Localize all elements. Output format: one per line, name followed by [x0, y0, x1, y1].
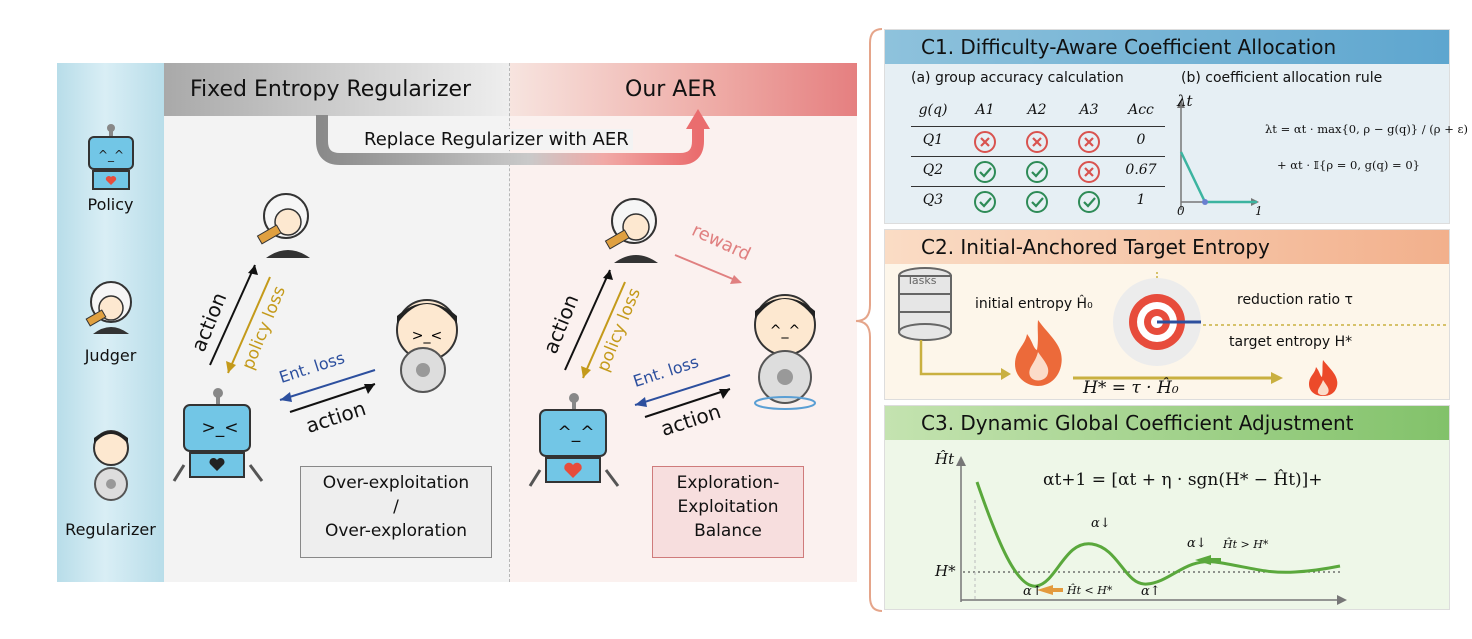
target-entropy-label: target entropy H*: [1229, 334, 1353, 350]
initial-entropy-label: initial entropy Ĥ₀: [975, 296, 1093, 312]
c3-ylabel: Ĥt: [935, 450, 955, 468]
fixed-outcome-callout: Over-exploitation / Over-exploration: [300, 466, 492, 558]
policy-robot-happy-icon: [528, 393, 620, 487]
aer-callout-line3: Balance: [694, 521, 762, 541]
cross-mark-icon: [1078, 131, 1100, 153]
cross-mark-icon: [1078, 161, 1100, 183]
check-mark-icon: [1078, 191, 1100, 213]
table-row-q1-acc: 0: [1136, 132, 1146, 148]
replace-arrow-label: Replace Regularizer with AER: [360, 129, 633, 150]
reduction-ratio-label: reduction ratio τ: [1237, 292, 1353, 308]
tasks-label: Tasks: [907, 274, 937, 287]
tasks-database-icon: [898, 267, 952, 341]
table-row-q1-label: Q1: [922, 132, 944, 148]
c3-annotation-above: Ĥt > H*: [1223, 538, 1269, 551]
allocation-formula-line2: + αt · 𝕀{ρ = 0, g(q) = 0}: [1277, 158, 1420, 172]
aer-entropy-arrows: [634, 374, 731, 418]
policy-robot-icon: ^_^: [88, 124, 134, 190]
policy-robot-sad-icon: [172, 388, 264, 482]
check-mark-icon: [1026, 191, 1048, 213]
c3-hline-label: H*: [935, 562, 956, 580]
fixed-regularizer-header: Fixed Entropy Regularizer: [164, 63, 510, 116]
aer-reward-arrow: [674, 254, 742, 284]
c2-dotted-separator: [1203, 324, 1449, 326]
svg-text:>_<: >_<: [412, 328, 442, 344]
table-header-acc: Acc: [1128, 102, 1154, 118]
c3-annotation-up1: α↑: [1023, 584, 1043, 599]
c1-subtitle-a: (a) group accuracy calculation: [911, 70, 1124, 86]
judger-aer-icon: [604, 198, 658, 263]
regularizer-happy-icon: ^_^: [754, 294, 816, 410]
c3-title: C3. Dynamic Global Coefficient Adjustmen…: [885, 406, 1449, 440]
svg-text:^_^: ^_^: [770, 323, 800, 339]
judger-fixed-icon: [256, 193, 310, 258]
table-row-q3-label: Q3: [922, 192, 944, 208]
role-label-policy: Policy: [87, 195, 134, 214]
c1-title: C1. Difficulty-Aware Coefficient Allocat…: [885, 30, 1449, 64]
panel-divider: [509, 63, 510, 582]
allocation-plot-ylabel: λt: [1177, 92, 1193, 110]
accuracy-marks: [974, 131, 1100, 213]
fixed-callout-line2: /: [393, 497, 399, 517]
fixed-callout-line3: Over-exploration: [324, 521, 468, 541]
table-header-a1: A1: [975, 102, 995, 118]
table-header-gq: g(q): [918, 102, 948, 118]
c3-panel: C3. Dynamic Global Coefficient Adjustmen…: [884, 405, 1450, 610]
c1-panel: C1. Difficulty-Aware Coefficient Allocat…: [884, 29, 1468, 224]
fixed-callout-line1: Over-exploitation: [322, 473, 470, 493]
initial-entropy-flame-icon: [1015, 320, 1062, 386]
aer-robot-screen-face: ^_^: [557, 423, 595, 443]
aer-outcome-callout: Exploration- Exploitation Balance: [652, 466, 804, 558]
roles-column: ^_^ Policy Judger Regularizer: [57, 63, 164, 582]
aer-header: Our AER: [510, 63, 857, 116]
regularizer-stressed-icon: >_<: [396, 299, 458, 393]
check-mark-icon: [1026, 161, 1048, 183]
c3-update-formula: αt+1 = [αt + η · sgn(H* − Ĥt)]+: [1043, 470, 1323, 490]
allocation-plot-x0: 0: [1177, 204, 1185, 218]
table-header-a2: A2: [1027, 102, 1047, 118]
aer-policy-arrows: [564, 269, 626, 379]
table-row-q2-label: Q2: [922, 162, 944, 178]
table-row-q2-acc: 0.67: [1125, 162, 1157, 178]
check-mark-icon: [974, 191, 996, 213]
allocation-plot: [1177, 100, 1259, 210]
fixed-regularizer-title: Fixed Entropy Regularizer: [190, 77, 472, 102]
aer-callout-line2: Exploitation: [677, 497, 779, 517]
component-brace: [855, 28, 883, 612]
aer-title: Our AER: [625, 77, 717, 102]
c1-subtitle-b: (b) coefficient allocation rule: [1181, 70, 1383, 86]
c3-annotation-down1: α↓: [1091, 516, 1111, 531]
table-header-a3: A3: [1079, 102, 1099, 118]
allocation-formula-line1: λt = αt · max{0, ρ − g(q)} / (ρ + ε): [1265, 122, 1468, 136]
accuracy-table: g(q) A1 A2 A3 Acc Q1 0 Q2 0.67 Q3 1: [911, 96, 1165, 216]
replace-arrow: [316, 109, 710, 165]
c2-title: C2. Initial-Anchored Target Entropy: [885, 230, 1449, 264]
allocation-plot-x1: 1: [1255, 204, 1263, 218]
c2-flow-arrows: [919, 340, 1283, 384]
fixed-robot-screen-face: >_<: [201, 418, 239, 438]
regularizer-icon: [93, 430, 129, 501]
check-mark-icon: [974, 161, 996, 183]
cross-mark-icon: [1026, 131, 1048, 153]
fixed-entropy-arrows: [279, 369, 376, 413]
svg-text:^_^: ^_^: [98, 148, 124, 162]
c3-annotation-below: Ĥt < H*: [1067, 584, 1113, 597]
role-label-judger: Judger: [84, 346, 137, 365]
fixed-policy-arrows: [209, 264, 271, 374]
target-entropy-formula: H* = τ · Ĥ₀: [1083, 378, 1179, 398]
c3-annotation-up2: α↑: [1141, 584, 1161, 599]
cross-mark-icon: [974, 131, 996, 153]
target-icon: [1113, 272, 1201, 366]
table-row-q3-acc: 1: [1136, 192, 1146, 208]
judger-icon: [85, 281, 132, 334]
c3-annotation-down2: α↓: [1187, 536, 1207, 551]
c2-panel: C2. Initial-Anchored Target Entropy Task…: [884, 229, 1450, 400]
target-entropy-flame-icon: [1309, 360, 1338, 396]
entropy-dynamics-plot: [956, 456, 1347, 605]
role-label-regularizer: Regularizer: [65, 520, 156, 539]
aer-callout-line1: Exploration-: [676, 473, 780, 493]
